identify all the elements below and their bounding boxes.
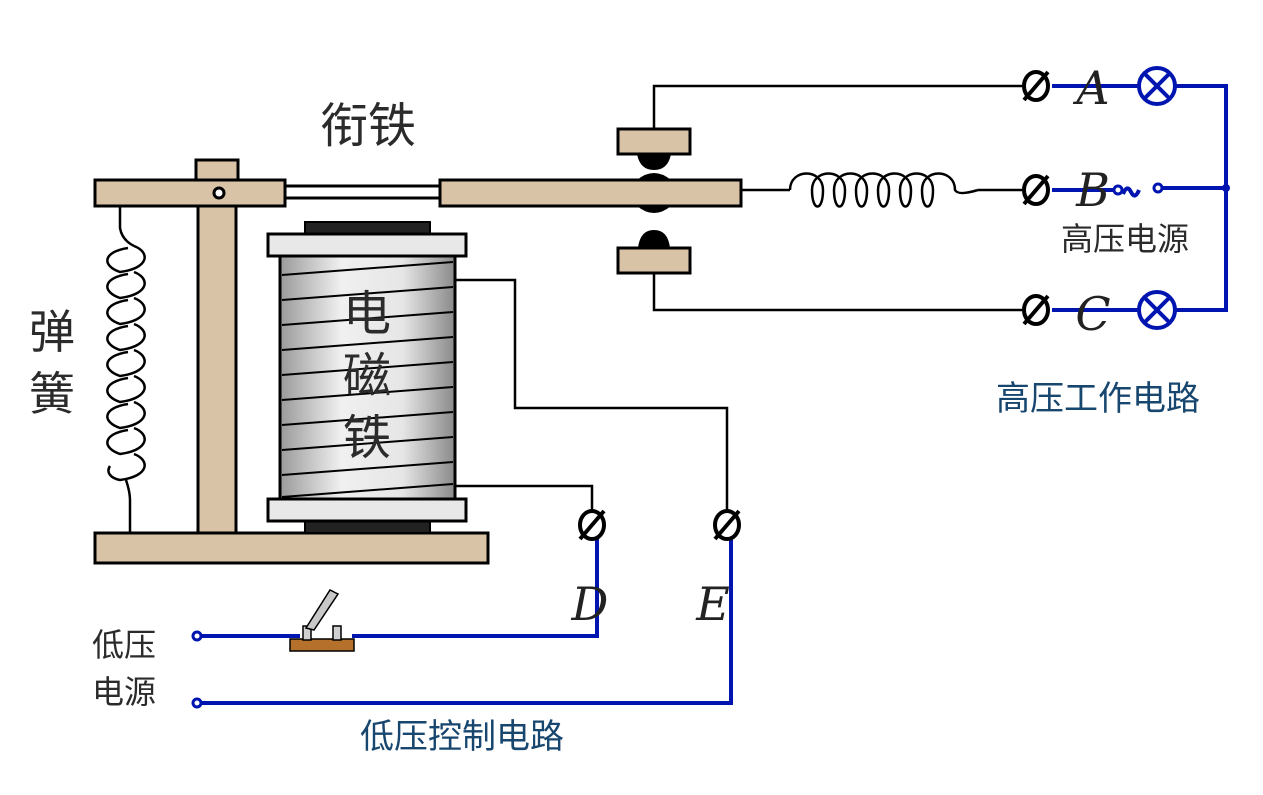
terminal-c-icon — [1022, 294, 1050, 326]
spring-label-line2: 簧 — [29, 367, 75, 421]
terminal-e-icon — [713, 509, 741, 541]
terminal-b-label: B — [1075, 163, 1110, 217]
support-post — [196, 158, 238, 535]
low-voltage-source-label-line1: 低压 — [92, 626, 156, 664]
lamp-a — [1137, 66, 1177, 106]
contact-point-upper-fixed — [637, 154, 671, 170]
coil-top-flange — [266, 232, 468, 258]
armature-bar-right — [438, 178, 743, 208]
contact-point-lower-fixed — [638, 230, 670, 248]
coil-windings — [281, 261, 454, 498]
contact-assembly — [616, 127, 692, 275]
return-spring — [106, 206, 146, 533]
coil-bottom-flange — [266, 497, 468, 523]
terminal-d-icon — [578, 509, 606, 541]
electromagnet-label-line2: 磁 — [343, 348, 391, 404]
low-voltage-circuit-label: 低压控制电路 — [360, 717, 564, 757]
terminal-c-label: C — [1075, 287, 1110, 341]
junction-dot — [1222, 184, 1230, 192]
armature — [93, 178, 743, 208]
terminals — [578, 70, 1050, 541]
coil-body — [278, 254, 457, 502]
high-voltage-circuit-label: 高压工作电路 — [996, 379, 1200, 419]
electromagnet-label-line3: 铁 — [343, 410, 391, 466]
armature-link — [283, 184, 442, 200]
terminal-a-icon — [1022, 70, 1050, 102]
lower-contact-plate — [616, 246, 692, 275]
knife-switch-icon — [289, 589, 355, 652]
relay-frame — [93, 158, 490, 565]
terminal-e-label: E — [695, 577, 730, 631]
base-plate — [93, 531, 490, 565]
load-inductor — [788, 172, 979, 208]
black-wiring — [456, 84, 1022, 512]
armature-label: 衔铁 — [320, 98, 416, 154]
high-voltage-source-label: 高压电源 — [1061, 220, 1189, 258]
core-bottom-cap — [304, 520, 431, 534]
armature-bar-left — [93, 178, 287, 208]
contact-point-armature-top — [637, 173, 671, 180]
terminal-b-icon — [1022, 174, 1050, 206]
pivot — [212, 186, 226, 200]
electromagnet-label-line1: 电 — [343, 286, 391, 342]
spring-label-line1: 弹 — [29, 305, 75, 359]
core-top-cap — [304, 221, 431, 235]
upper-contact-plate — [616, 127, 692, 156]
terminal-a-label: A — [1072, 61, 1109, 115]
low-voltage-source-label-line2: 电源 — [92, 673, 156, 711]
blue-wiring — [197, 84, 1228, 705]
contact-point-armature-bottom — [637, 206, 671, 213]
terminal-d-label: D — [571, 577, 609, 631]
wire-dots — [191, 182, 1164, 709]
lamp-c — [1137, 290, 1177, 330]
electromagnet — [266, 221, 468, 534]
